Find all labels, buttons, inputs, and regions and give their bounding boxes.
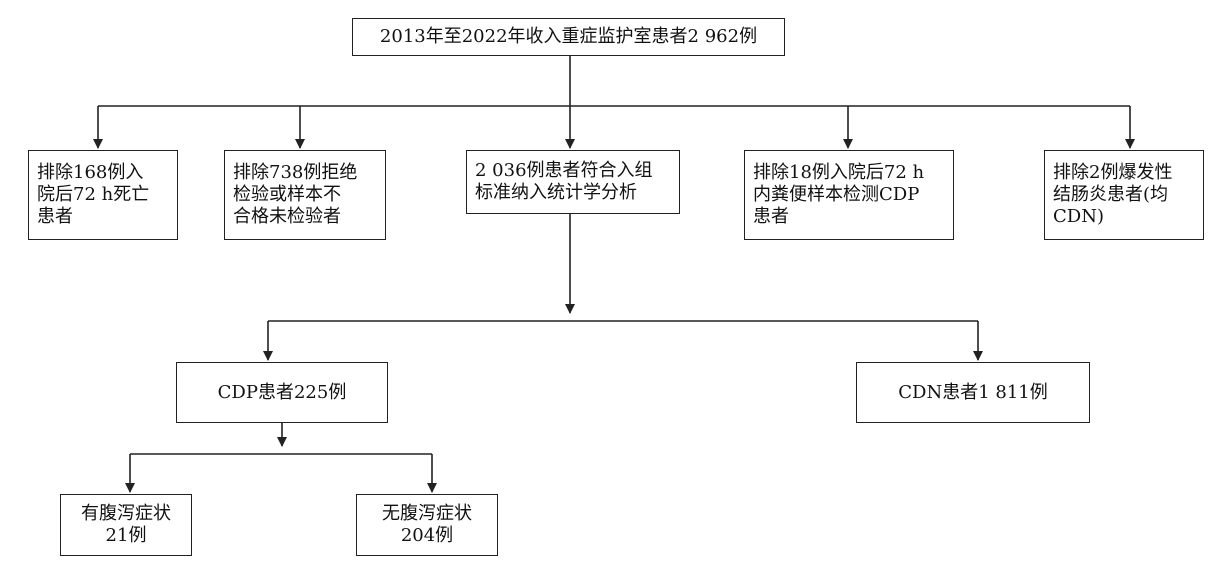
exclusion-early-death-box: 排除168例入 院后72 h死亡 患者 <box>28 150 178 240</box>
included-patients-box: 2 036例患者符合入组 标准纳入统计学分析 <box>466 150 680 214</box>
diarrhea-no-line-2: 204例 <box>400 525 454 546</box>
included-patients-line-1: 2 036例患者符合入组 <box>475 160 653 181</box>
exclusion-early-death-line-1: 排除168例入 <box>37 162 144 183</box>
cdn-group-box: CDN患者1 811例 <box>856 362 1090 423</box>
exclusion-refused-box: 排除738例拒绝 检验或样本不 合格未检验者 <box>224 150 386 240</box>
exclusion-fulminant-line-1: 排除2例爆发性 <box>1053 162 1173 183</box>
exclusion-early-death-line-2: 院后72 h死亡 <box>37 184 150 205</box>
exclusion-cdp-72h-line-3: 患者 <box>753 206 789 227</box>
source-population-box: 2013年至2022年收入重症监护室患者2 962例 <box>352 18 785 56</box>
exclusion-fulminant-colitis-box: 排除2例爆发性 结肠炎患者(均 CDN) <box>1044 150 1204 240</box>
exclusion-cdp-72h-box: 排除18例入院后72 h 内粪便样本检测CDP 患者 <box>744 150 954 240</box>
included-patients-line-2: 标准纳入统计学分析 <box>475 182 637 203</box>
source-population-text: 2013年至2022年收入重症监护室患者2 962例 <box>379 26 758 47</box>
cdp-group-text: CDP患者225例 <box>217 381 347 403</box>
diarrhea-no-box: 无腹泻症状 204例 <box>356 494 498 556</box>
exclusion-refused-line-1: 排除738例拒绝 <box>233 162 358 183</box>
cdn-group-text: CDN患者1 811例 <box>898 381 1048 403</box>
exclusion-refused-line-3: 合格未检验者 <box>233 206 341 227</box>
diarrhea-yes-line-1: 有腹泻症状 <box>81 503 171 524</box>
diarrhea-no-line-1: 无腹泻症状 <box>382 503 472 524</box>
exclusion-cdp-72h-line-1: 排除18例入院后72 h <box>753 162 925 183</box>
diarrhea-yes-line-2: 21例 <box>105 525 147 546</box>
exclusion-cdp-72h-line-2: 内粪便样本检测CDP <box>753 184 920 205</box>
exclusion-refused-line-2: 检验或样本不 <box>233 184 341 205</box>
cdp-group-box: CDP患者225例 <box>176 362 388 423</box>
exclusion-fulminant-line-3: CDN) <box>1053 206 1104 227</box>
diarrhea-yes-box: 有腹泻症状 21例 <box>60 494 192 556</box>
exclusion-fulminant-line-2: 结肠炎患者(均 <box>1053 184 1169 205</box>
exclusion-early-death-line-3: 患者 <box>37 206 73 227</box>
